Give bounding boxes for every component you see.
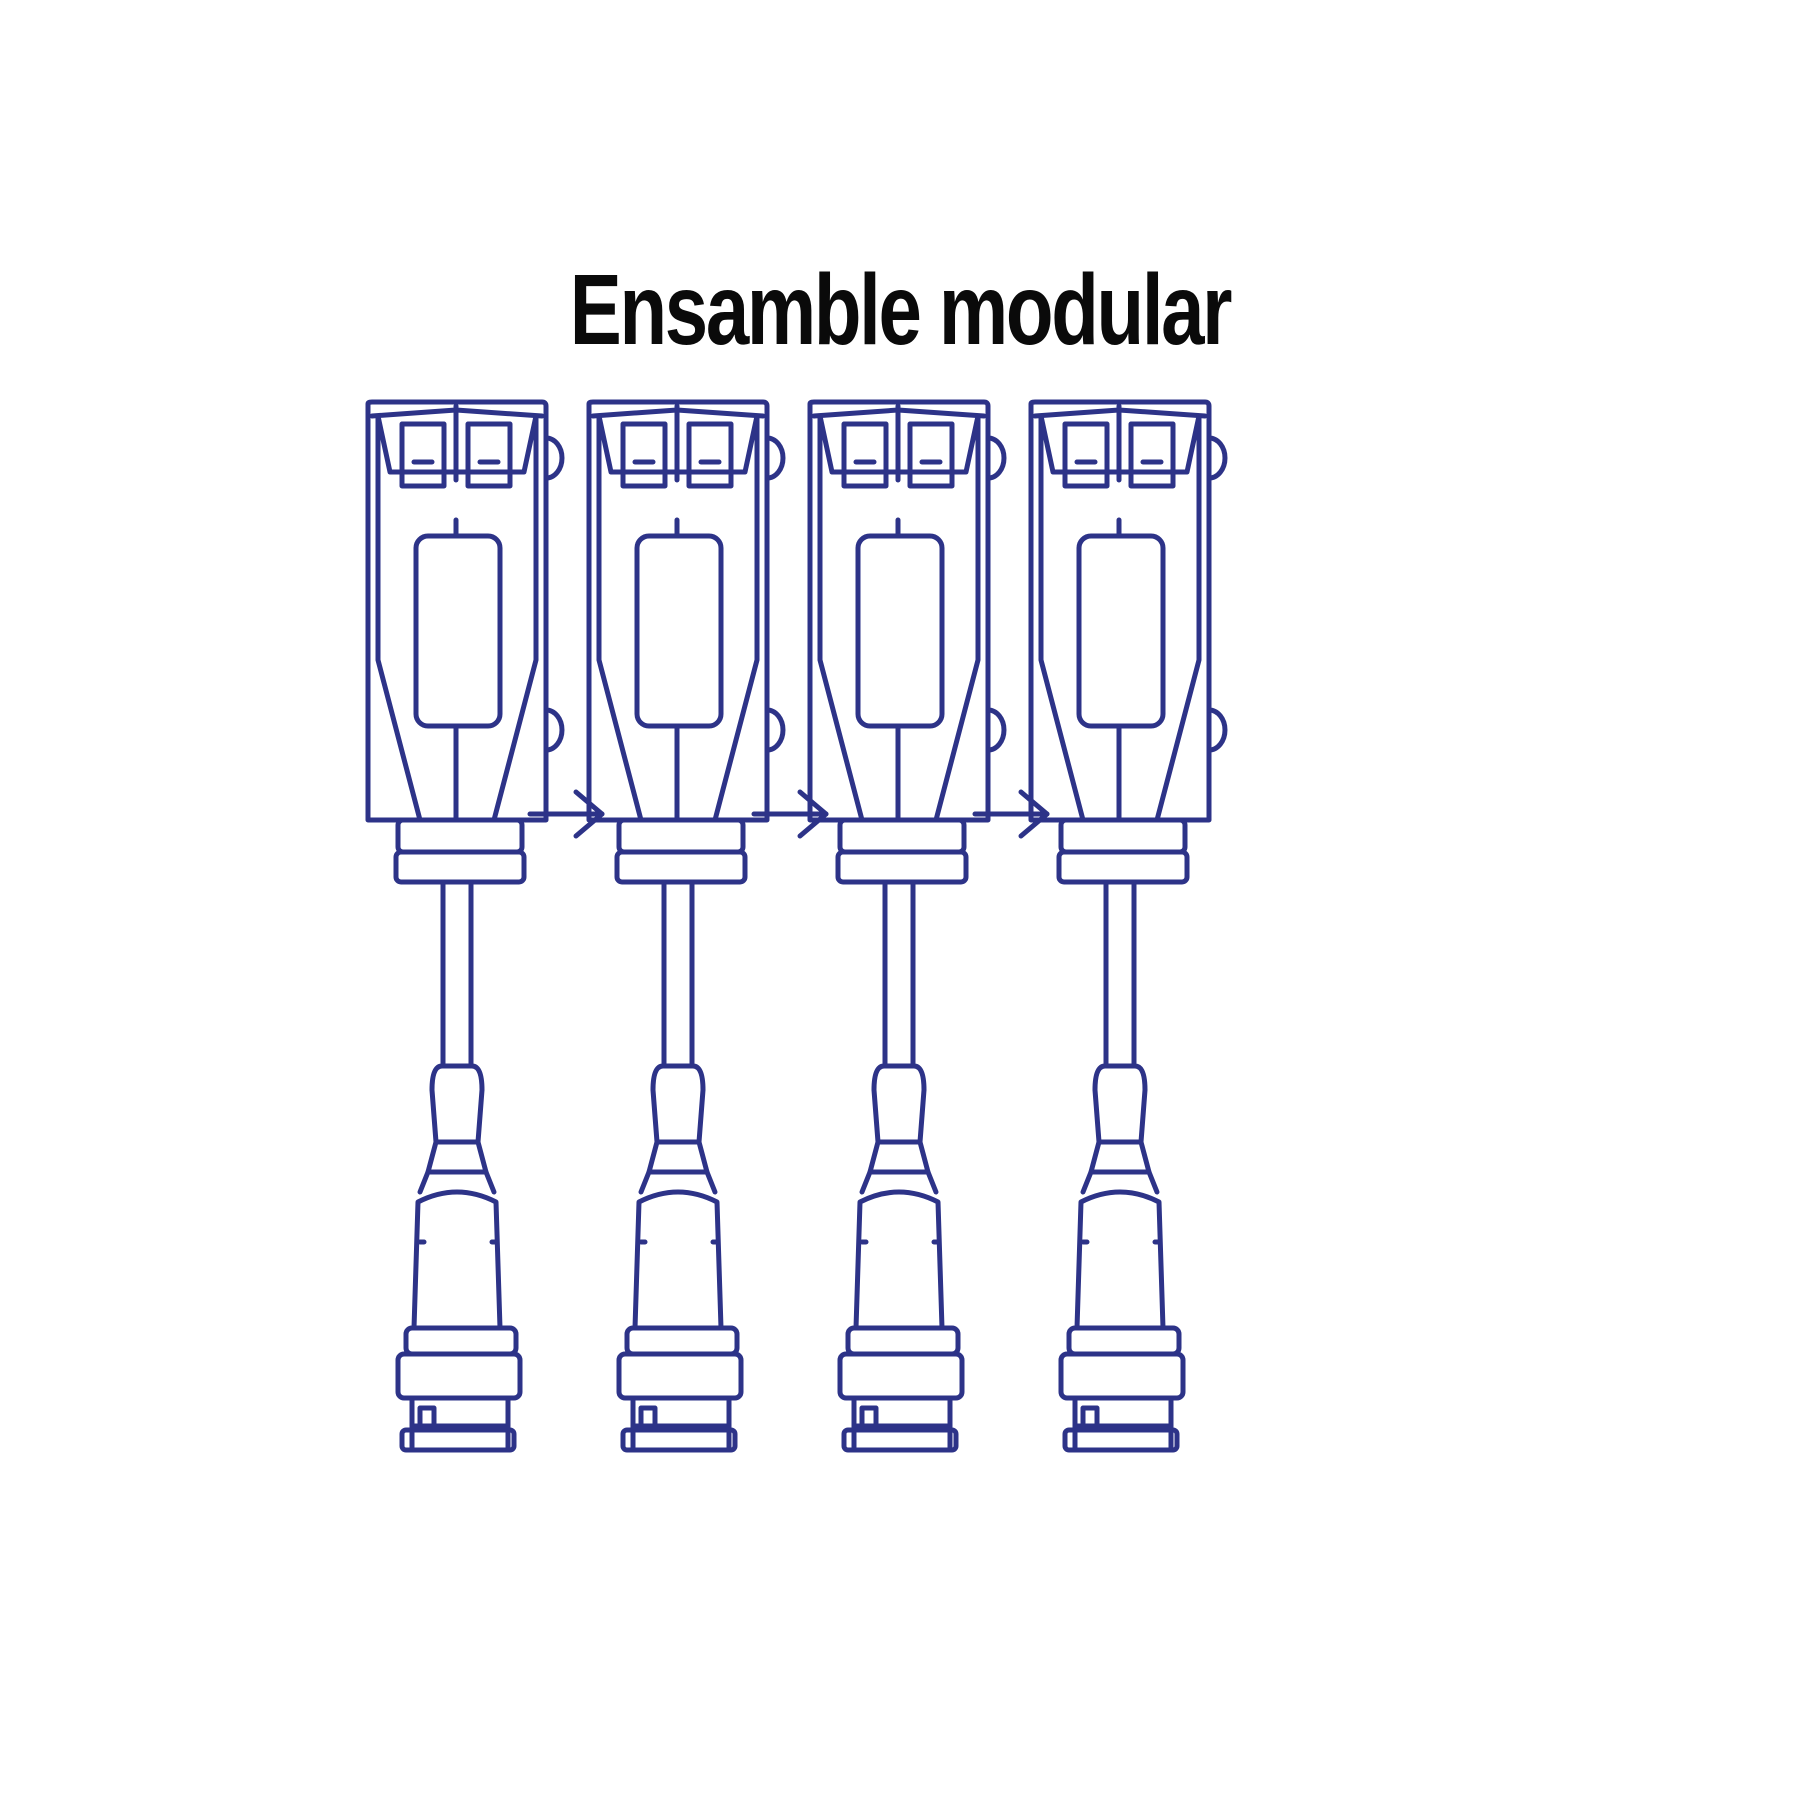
modules-group — [368, 402, 1225, 1450]
balun-module-3 — [810, 402, 1004, 1450]
arrows-group — [530, 792, 1047, 836]
diagram-title: Ensamble modular — [569, 254, 1233, 366]
balun-module-1 — [368, 402, 562, 1450]
balun-module-4 — [1031, 402, 1225, 1450]
balun-module-2 — [589, 402, 783, 1450]
